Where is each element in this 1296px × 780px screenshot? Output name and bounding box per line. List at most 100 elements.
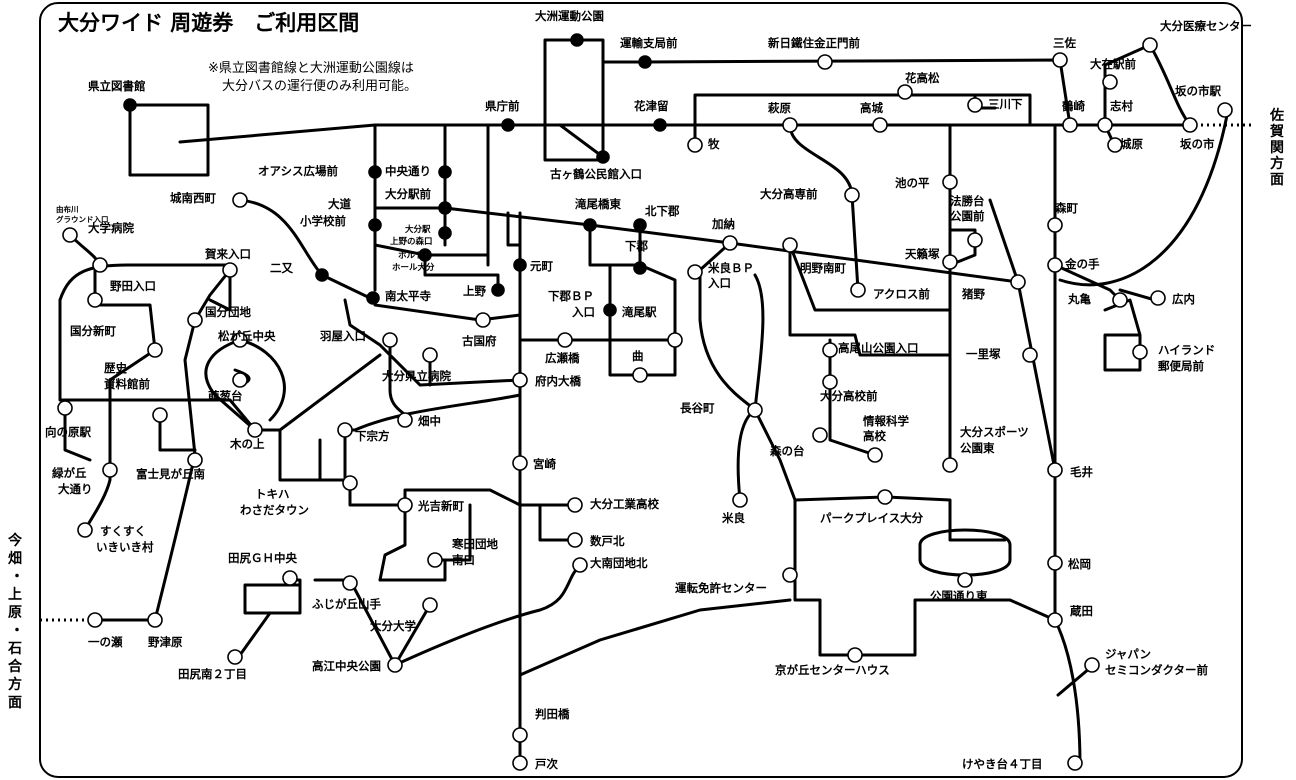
stop-label-merabp-b: 入口	[708, 276, 731, 290]
stop-label-rekishi-a: 歴史	[104, 361, 127, 375]
route-kanda	[433, 503, 472, 562]
stop-marker	[897, 84, 913, 100]
stop-label-oita-kogyo: 大分工業高校	[590, 497, 659, 511]
stop-label-shimogoribp-a: 下郡ＢＰ	[548, 289, 594, 303]
stop-marker	[557, 332, 573, 348]
route-noda	[93, 263, 157, 352]
stop-label-fujimigaoka: 富士見が丘南	[136, 467, 205, 481]
stop-labels: 大分医療センター 大洲運動公園 運輸支局前 新日鐵住金正門前 三佐 大在駅前 坂…	[45, 9, 1252, 771]
stop-label-futamata: 二又	[270, 261, 293, 275]
stop-label-shimura: 志村	[1110, 99, 1133, 113]
stop-label-toyohashi: 数戸北	[590, 534, 625, 548]
route-hirose	[518, 338, 677, 377]
stop-label-hoshoji-b: 公園前	[950, 209, 985, 223]
stop-marker	[942, 457, 958, 473]
stop-label-hagidaira: 萌葱台	[208, 389, 243, 403]
stop-marker	[152, 407, 168, 423]
stop-marker	[572, 557, 588, 573]
stop-marker	[62, 227, 78, 243]
stop-label-oita-daigaku: 大分大学	[370, 619, 416, 633]
stop-marker	[232, 372, 248, 388]
stop-label-kyogaoka: 京が丘センターハウス	[775, 663, 890, 677]
stop-label-minami-taiheiji: 南太平寺	[385, 289, 431, 303]
stop-marker	[847, 647, 863, 663]
route-fujigaoka	[378, 558, 447, 582]
stop-marker	[342, 575, 358, 591]
svg-text:・: ・	[10, 569, 24, 585]
stop-label-marugame: 丸亀	[1067, 292, 1091, 306]
stop-label-akeno-minami: 明野南町	[800, 261, 846, 275]
route-hirouchi	[1118, 288, 1157, 302]
route-funai-west	[343, 298, 522, 387]
svg-text:原: 原	[8, 605, 22, 621]
stop-marker	[822, 342, 838, 358]
svg-text:畑: 畑	[7, 551, 22, 567]
map-title: 大分ワイド 周遊券 ご利用区間	[58, 11, 359, 35]
stop-marker	[232, 332, 248, 348]
stop-label-hanatakamatsu: 花高松	[905, 71, 940, 85]
svg-text:方: 方	[8, 676, 22, 693]
route-takio	[638, 263, 677, 342]
stop-label-funaibashi: 府内大橋	[535, 374, 581, 388]
stop-label-morinodai: 森の台	[770, 444, 805, 458]
stop-marker	[512, 727, 528, 743]
route-ueno	[423, 253, 500, 292]
svg-text:賀: 賀	[1269, 123, 1284, 140]
stop-marker	[337, 422, 353, 438]
stop-label-ikenohira: 池の平	[895, 176, 930, 190]
stop-label-midorigaoka-a: 緑が丘	[52, 466, 87, 480]
route-unyu	[601, 58, 1072, 127]
stop-label-daigaku-byoin: 大学病院	[88, 221, 134, 235]
direction-imahata: 今 畑 ・ 上 原 ・ 石 合 方 面	[7, 532, 24, 711]
stop-label-kano: 加納	[711, 217, 735, 231]
svg-text:佐: 佐	[1269, 107, 1284, 124]
stop-label-japan-semi-a: ジャパン	[1105, 647, 1151, 661]
stop-label-tokiwa-b: わさだタウン	[240, 503, 309, 517]
stop-label-kokubun-shinmachi: 国分新町	[70, 324, 116, 338]
stop-marker	[942, 174, 958, 190]
stop-label-oita-eki: 大分駅前	[385, 187, 431, 201]
stop-label-sansa: 三佐	[1053, 36, 1076, 50]
stop-label-notsuharu: 野津原	[148, 635, 183, 649]
stop-marker	[877, 489, 893, 505]
route-ekimae-east	[443, 206, 1020, 284]
stop-label-jobaru: 城原	[1120, 137, 1143, 151]
stop-marker	[501, 118, 515, 132]
stop-marker	[867, 447, 883, 463]
route-highland	[1103, 298, 1142, 372]
stop-marker	[1102, 74, 1118, 90]
stop-marker	[782, 237, 798, 253]
stop-marker	[57, 400, 73, 416]
stop-label-furukokufu: 古国府	[462, 334, 497, 348]
route-unten	[518, 598, 792, 677]
stop-label-sakanoichi: 坂の市	[1180, 137, 1215, 151]
route-keyaki	[1053, 618, 1082, 767]
route-takae-2	[393, 563, 582, 667]
stop-label-sports-a: 大分スポーツ	[960, 425, 1029, 439]
stop-label-tajiri-gh: 田尻ＧＨ中央	[228, 551, 297, 565]
stop-marker	[822, 374, 838, 390]
stop-marker	[567, 532, 583, 548]
stop-label-mitsuyoshi: 光吉新町	[417, 499, 464, 513]
stop-marker	[513, 258, 527, 272]
route-merabp-2	[753, 273, 797, 577]
stop-label-fujigaoka: ふじが丘山手	[312, 597, 381, 611]
stop-label-yuniba-a: 大分駅	[405, 224, 431, 235]
stop-label-omichi-a: 大道	[328, 197, 351, 211]
stop-label-unyu-shikyoku: 運輸支局前	[620, 36, 678, 50]
stop-marker	[967, 232, 983, 248]
stop-label-takae: 高江中央公園	[312, 659, 381, 673]
stop-marker	[1010, 274, 1026, 290]
svg-text:石: 石	[7, 641, 22, 657]
stop-label-sakanoichi-eki: 坂の市駅	[1175, 84, 1221, 98]
stop-marker	[653, 118, 667, 132]
stop-label-mera: 米良	[721, 511, 745, 525]
stop-marker	[1047, 612, 1063, 628]
stop-label-sports-b: 公園東	[960, 441, 995, 455]
route-matsugaoka-2	[238, 338, 286, 422]
stop-label-merabp-a: 米良ＢＰ	[707, 261, 754, 275]
stop-marker	[1084, 657, 1100, 673]
stop-marker	[747, 402, 763, 418]
stop-label-tsurusaki: 鶴崎	[1062, 99, 1085, 113]
